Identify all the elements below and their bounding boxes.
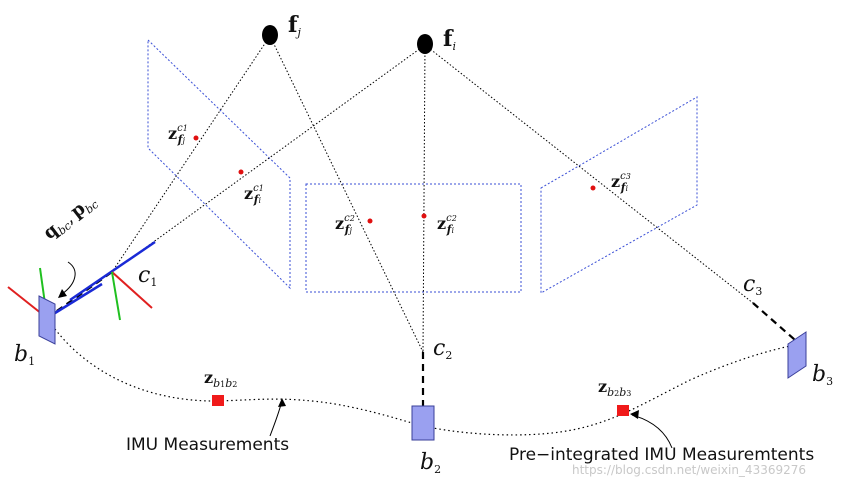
camera-label-c2: c2 [433,336,453,362]
obs-label-fi-c3: zc3fi [611,171,631,194]
preint-annotation-arrow [631,414,673,449]
b1-axis-blue [46,282,103,320]
imu-measurements-label: IMU Measurements [126,435,290,455]
extrinsic-link-b3-c3 [752,302,796,341]
body-label-b1: b1 [14,342,36,368]
obs-point-fj-c2 [367,218,373,224]
extrinsic-annotation-arrow [61,261,76,295]
preint-box-b1b2 [212,395,224,406]
feature-fj-point [262,25,278,45]
watermark: https://blog.csdn.net/weixin_43369276 [572,463,807,477]
body-label-b2: b2 [420,450,442,476]
body-label-b3: b3 [812,362,834,388]
obs-label-fj-c1: zc1fj [168,123,188,146]
c1-axis-red [111,271,153,309]
obs-point-fi-c3 [590,185,596,191]
imu-annotation-arrowhead [278,398,286,407]
feature-label-fi: fi [443,26,456,53]
ray-fi-c1 [111,44,426,273]
ray-fj-c2 [269,35,424,353]
c1-axis-green [111,271,121,321]
obs-label-fi-c1: zc1fi [244,183,264,206]
preint-label-b2b3: zb2b3 [598,377,632,399]
feature-label-fj: fj [288,12,301,39]
feature-fi-point [417,34,433,54]
ray-fi-c3 [424,44,754,304]
body-b1 [38,295,56,345]
extrinsic-annotation-arrowhead [58,289,67,298]
preint-box-b2b3 [617,405,629,416]
obs-point-fi-c2 [421,213,427,219]
obs-point-fj-c1 [193,135,199,141]
image-plane-c2 [305,183,522,293]
image-plane-c3 [540,96,698,294]
camera-label-c3: c3 [743,272,763,298]
body-b2 [411,405,435,441]
obs-label-fj-c2: zc2fj [335,213,355,236]
obs-point-fi-c1 [238,169,244,175]
camera-label-c1: c1 [138,263,158,289]
ray-fi-c2 [422,44,426,353]
preint-label-b1b2: zb1b2 [204,368,238,390]
preint-measurements-label: Pre−integrated IMU Measuremtents [509,445,815,465]
preint-annotation-arrowhead [630,410,639,419]
obs-label-fi-c2: zc2fi [437,213,457,236]
ray-fj-c1 [111,35,271,273]
body-b3 [787,331,807,379]
image-plane-c1 [147,38,291,290]
c1-axis-blue [69,240,156,302]
